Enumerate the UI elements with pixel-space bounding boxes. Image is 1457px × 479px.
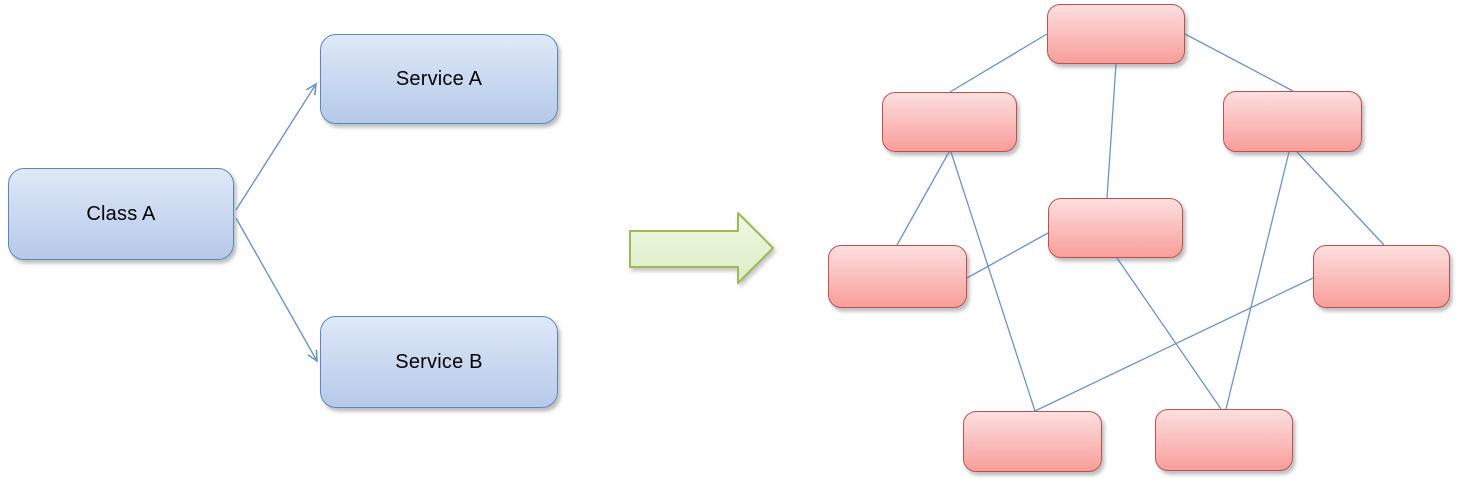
service-b-box-label: Service B	[395, 350, 483, 373]
edge-node-upper-right-to-node-mid-right	[1296, 151, 1385, 246]
arrow-class-a-box-to-service-b-box	[235, 217, 318, 363]
edge-node-mid-left-to-node-center	[966, 232, 1049, 279]
edge-node-top-to-node-upper-left	[949, 33, 1048, 93]
edge-node-upper-right-to-node-bottom-right	[1225, 151, 1290, 410]
class-service-connectors	[235, 82, 318, 363]
network-edges	[896, 33, 1385, 412]
edge-node-upper-left-to-node-bottom-left	[950, 151, 1036, 412]
arrow-class-a-box-to-service-a-box	[235, 82, 317, 211]
node-bottom-right	[1155, 409, 1293, 471]
node-upper-right	[1223, 91, 1362, 152]
edge-node-bottom-left-to-node-mid-right	[1034, 277, 1314, 412]
class-a-box-label: Class A	[86, 202, 156, 225]
edge-node-upper-left-to-node-mid-left	[896, 151, 950, 246]
node-mid-right	[1313, 245, 1450, 308]
service-a-box-label: Service A	[395, 67, 483, 90]
edge-node-top-to-node-upper-right	[1184, 33, 1294, 92]
class-a-box: Class A	[8, 168, 234, 260]
edge-node-top-to-node-center	[1106, 63, 1117, 199]
node-center	[1048, 198, 1183, 258]
node-bottom-left	[963, 411, 1102, 472]
node-top	[1047, 4, 1185, 64]
right-block-arrow-icon	[629, 212, 774, 284]
node-upper-left	[882, 92, 1017, 152]
service-b-box: Service B	[320, 316, 558, 408]
service-a-box: Service A	[320, 34, 558, 124]
node-mid-left	[828, 245, 967, 308]
edge-node-center-to-node-bottom-right	[1116, 257, 1222, 410]
